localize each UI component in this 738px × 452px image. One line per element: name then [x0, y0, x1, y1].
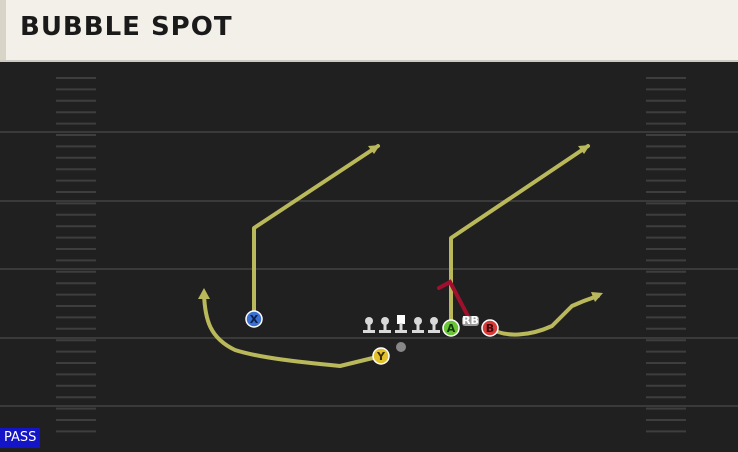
- routes: [198, 144, 603, 368]
- rb-tag-label: RB: [462, 314, 479, 327]
- play-title: BUBBLE SPOT: [20, 12, 233, 42]
- b-route-arrow: [591, 292, 603, 302]
- player-y-label: Y: [376, 350, 386, 363]
- center: [395, 315, 407, 333]
- hash-marks: [56, 77, 686, 433]
- b-route: [488, 294, 600, 337]
- player-x-label: X: [250, 313, 259, 326]
- qb-marker: [396, 342, 406, 352]
- lineman: [412, 317, 424, 333]
- a-route: [449, 144, 590, 329]
- x-route-arrow: [368, 145, 380, 154]
- a-route-arrow: [578, 145, 590, 154]
- lineman: [428, 317, 440, 333]
- block-route: [437, 279, 472, 322]
- play-field: RB X Y A B: [0, 62, 738, 448]
- x-route: [252, 144, 380, 321]
- header-accent: [0, 0, 6, 60]
- y-route-arrow: [198, 288, 210, 299]
- field-diagram: RB X Y A B: [0, 77, 738, 433]
- play-header: BUBBLE SPOT: [0, 0, 738, 62]
- offensive-line: [363, 315, 440, 333]
- play-type-badge: PASS: [0, 428, 41, 448]
- player-b: B: [481, 319, 499, 337]
- player-x: X: [245, 310, 263, 328]
- lineman: [379, 317, 391, 333]
- player-b-label: B: [486, 322, 494, 335]
- lineman: [363, 317, 375, 333]
- y-route: [202, 292, 383, 368]
- rb-tag: RB: [462, 314, 479, 327]
- player-y: Y: [372, 347, 390, 365]
- yard-lines: [0, 131, 738, 407]
- player-a-label: A: [447, 322, 456, 335]
- player-a: A: [442, 319, 460, 337]
